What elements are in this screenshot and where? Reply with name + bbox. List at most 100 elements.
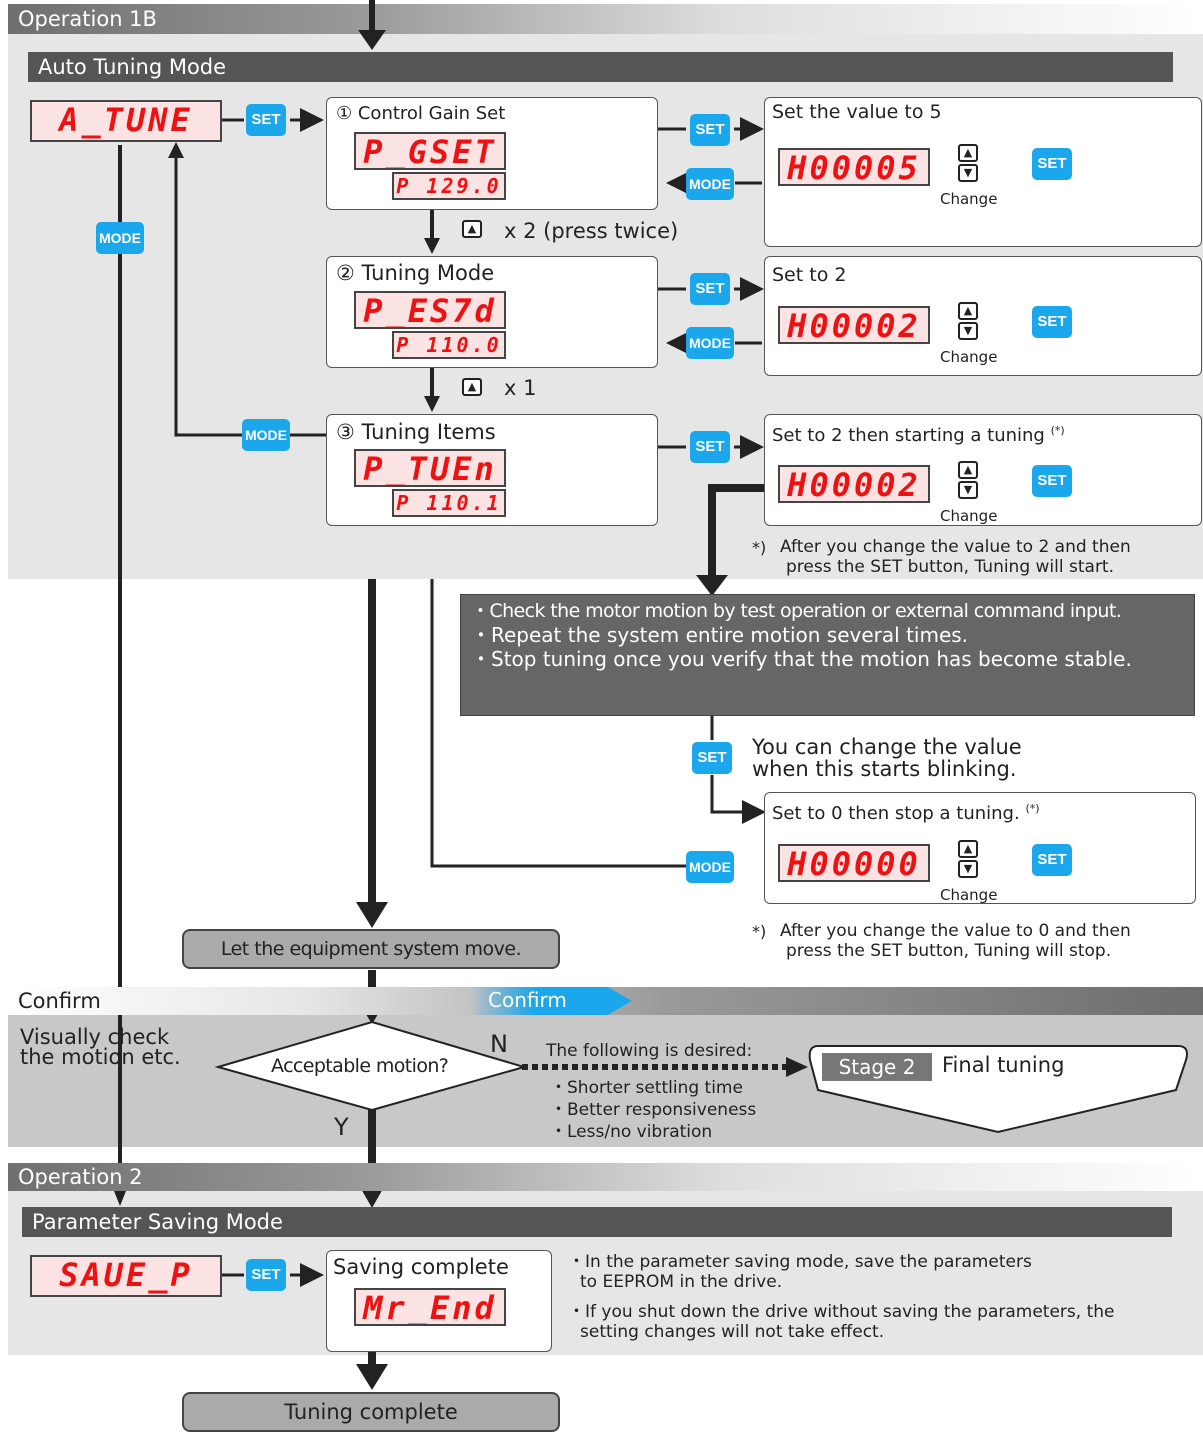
up-arrow-icon[interactable]: ▲ [958,302,978,320]
press-twice-label: x 2 (press twice) [504,219,679,243]
desired-label: The following is desired: [546,1041,753,1061]
step2-title: ② Tuning Mode [336,261,495,285]
set-value-title-start: Set to 2 then starting a tuning (*) [772,424,1065,446]
save-note2-line1: ・If you shut down the drive without savi… [568,1302,1115,1322]
set-button[interactable]: SET [1032,306,1072,338]
up-arrow-icon: ▲ [462,220,482,238]
change-label: Change [940,886,998,904]
lcd-p-1290: P 129.0 [392,172,506,200]
arrow-keys: ▲▼ [958,302,980,342]
decision-question: Acceptable motion? [271,1055,449,1077]
desired-item-2: ・Better responsiveness [550,1100,757,1120]
up-arrow-icon[interactable]: ▲ [958,840,978,858]
down-arrow-icon[interactable]: ▼ [958,860,978,878]
change-label: Change [940,190,998,208]
mode-button[interactable]: MODE [686,168,734,200]
blink-line1: You can change the value [752,735,1022,759]
instruction-line1: ・Check the motor motion by test operatio… [471,600,1122,622]
stage2-tag: Stage 2 [822,1053,932,1081]
change-label: Change [940,348,998,366]
lcd-a-tune: A_TUNE [30,100,222,142]
instruction-line3: ・Stop tuning once you verify that the mo… [471,647,1132,671]
mode-button[interactable]: MODE [96,222,144,254]
stage2-label[interactable]: Final tuning [942,1053,1065,1077]
visual-check-line2: the motion etc. [20,1045,181,1069]
note-ref: (*) [1050,424,1065,437]
note1-text: After you change the value to 2 and then… [780,537,1131,577]
up-arrow-icon[interactable]: ▲ [958,461,978,479]
down-arrow-icon[interactable]: ▼ [958,481,978,499]
blink-line2: when this starts blinking. [752,757,1017,781]
instructions-panel: ・Check the motor motion by test operatio… [460,594,1195,716]
up-arrow-icon[interactable]: ▲ [958,144,978,162]
set-button[interactable]: SET [246,1259,286,1291]
set-button[interactable]: SET [1032,844,1072,876]
lcd-value-2b: H00002 [778,465,930,503]
stop-tuning-title: Set to 0 then stop a tuning. (*) [772,802,1040,824]
press-once-label: x 1 [504,376,537,400]
note2-line2: press the SET button, Tuning will stop. [786,941,1112,961]
lcd-p-gset: P_GSET [354,132,506,170]
saving-complete-title: Saving complete [333,1255,509,1279]
operation-1b-header: Operation 1B [8,4,1203,34]
no-label: N [490,1030,508,1058]
set-value-title-2: Set to 2 [772,264,847,286]
set-button[interactable]: SET [690,114,730,146]
note2-text: After you change the value to 0 and then… [780,921,1131,961]
confirm-tag [470,987,632,1015]
lcd-save-p: SAUE_P [30,1255,222,1297]
lcd-value-0: H00000 [778,844,930,882]
note1-line2: press the SET button, Tuning will start. [786,557,1115,577]
note2-line1: After you change the value to 0 and then [780,921,1131,941]
down-arrow-icon[interactable]: ▼ [958,322,978,340]
save-note2-line2: setting changes will not take effect. [580,1322,885,1342]
set-button[interactable]: SET [690,431,730,463]
save-note1-line1: ・In the parameter saving mode, save the … [568,1252,1032,1272]
auto-tuning-mode-header: Auto Tuning Mode [28,52,1173,82]
lcd-p-1101: P 110.1 [392,489,506,517]
step3-title: ③ Tuning Items [336,420,496,444]
set-button[interactable]: SET [1032,465,1072,497]
let-equipment-move: Let the equipment system move. [182,929,560,969]
mode-button[interactable]: MODE [242,419,290,451]
save-note1-line2: to EEPROM in the drive. [580,1272,783,1292]
yes-label: Y [334,1113,349,1141]
set-button[interactable]: SET [692,742,732,774]
mode-button[interactable]: MODE [686,327,734,359]
desired-list: ・Shorter settling time・Better responsive… [550,1077,756,1143]
lcd-p-1100: P 110.0 [392,331,506,359]
arrow-keys: ▲▼ [958,461,980,501]
visual-check-line1: Visually check [20,1025,170,1049]
operation-2-header: Operation 2 [8,1163,1203,1191]
desired-item-3: ・Less/no vibration [550,1122,713,1142]
arrow-keys: ▲▼ [958,840,980,880]
set-button[interactable]: SET [246,104,286,136]
arrow-keys: ▲▼ [958,144,980,184]
set-value-title-5: Set the value to 5 [772,101,942,123]
lcd-value-2: H00002 [778,306,930,344]
stop-text: Set to 0 then stop a tuning. [772,803,1020,824]
lcd-value-5: H00005 [778,148,930,186]
set-button[interactable]: SET [1032,148,1072,180]
confirm-tag-label: Confirm [488,988,567,1012]
lcd-mr-end: Mr_End [354,1288,506,1326]
mode-button[interactable]: MODE [686,851,734,883]
start-text: Set to 2 then starting a tuning [772,425,1045,446]
decision-diamond [214,1020,528,1112]
note1-line1: After you change the value to 2 and then [780,537,1131,557]
note-ref: (*) [1025,802,1040,815]
confirm-label: Confirm [18,989,101,1013]
lcd-p-tuen: P_TUEn [354,449,506,487]
step1-title: ① Control Gain Set [336,103,506,124]
lcd-p-estd: P_ES7d [354,291,506,329]
desired-item-1: ・Shorter settling time [550,1078,743,1098]
save-notes: ・In the parameter saving mode, save the … [568,1252,1114,1342]
note2-mark: *) [752,922,767,941]
set-button[interactable]: SET [690,273,730,305]
instruction-line2: ・Repeat the system entire motion several… [471,623,969,647]
down-arrow-icon[interactable]: ▼ [958,164,978,182]
tuning-complete: Tuning complete [182,1392,560,1432]
